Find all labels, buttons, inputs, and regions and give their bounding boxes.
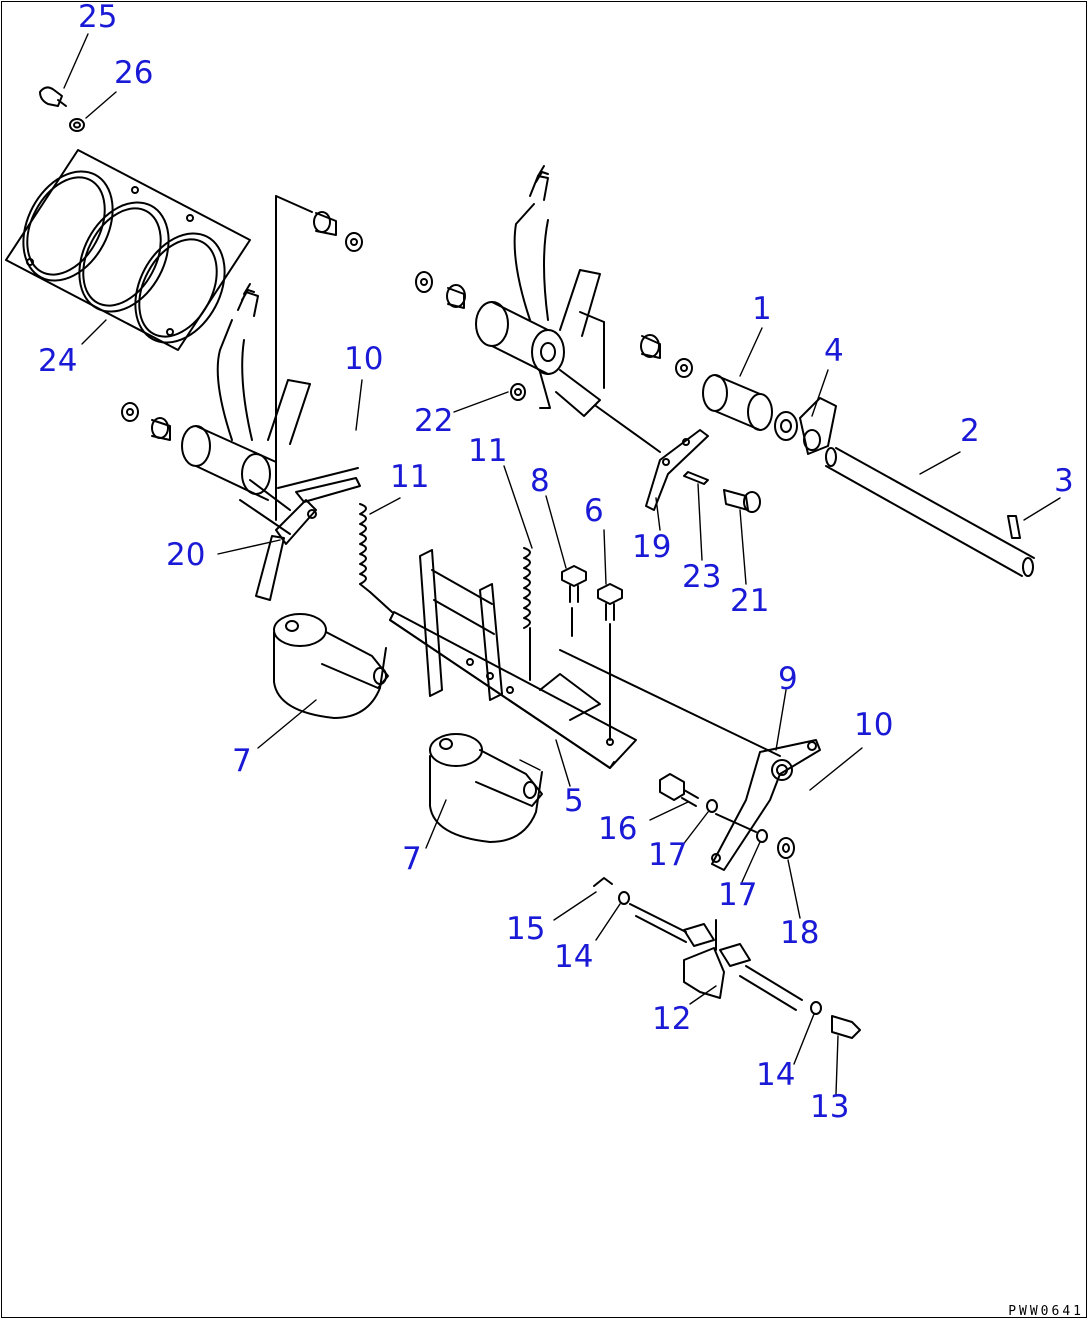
callout-13: 13 (810, 1089, 850, 1125)
pedal-assembly-center (475, 165, 605, 417)
callout-9: 9 (778, 661, 798, 697)
clevis-12 (629, 903, 803, 1011)
callout-15: 15 (506, 911, 546, 947)
pin-23 (683, 471, 709, 485)
callout-7-upper: 7 (232, 743, 252, 779)
bolt-6 (597, 583, 623, 621)
callout-8: 8 (530, 463, 550, 499)
callout-7-lower: 7 (402, 841, 422, 877)
shaft-centreline (595, 405, 661, 453)
gasket-plate-24 (5, 149, 251, 351)
callout-18: 18 (780, 915, 820, 951)
callout-3: 3 (1054, 463, 1074, 499)
bolt-line-17 (715, 813, 757, 833)
washer-14-b (810, 1001, 822, 1015)
callout-16: 16 (598, 811, 638, 847)
bolt-16 (659, 773, 699, 807)
callout-11-left: 11 (390, 459, 430, 495)
callout-6: 6 (584, 493, 604, 529)
leader-lines (63, 33, 1061, 1095)
bushings-left (121, 211, 466, 441)
lever-9 (711, 739, 821, 871)
drawing-code: PWW0641 (1008, 1304, 1084, 1319)
callout-11-center: 11 (468, 433, 508, 469)
cylinder-1 (702, 374, 773, 431)
cotter-pin-15 (593, 877, 613, 887)
callout-1: 1 (752, 291, 772, 327)
callout-23: 23 (682, 559, 722, 595)
spring-11-right (523, 547, 531, 681)
callout-22: 22 (414, 403, 454, 439)
callout-24: 24 (38, 343, 78, 379)
callout-10-lower: 10 (854, 707, 894, 743)
callout-25: 25 (78, 0, 118, 35)
callout-14-left: 14 (554, 939, 594, 975)
pin-13 (831, 1015, 861, 1039)
callout-17-left: 17 (648, 837, 688, 873)
washer-26 (69, 118, 85, 132)
callout-17-right: 17 (718, 877, 758, 913)
pedal-assembly-left (181, 195, 361, 601)
bolt-25 (39, 86, 67, 107)
callout-14-right: 14 (756, 1057, 796, 1093)
bolt-8 (561, 565, 587, 603)
callout-10-upper: 10 (344, 341, 384, 377)
spring-11-left (359, 503, 371, 593)
nut-18 (777, 837, 795, 859)
bracket-plate-5 (389, 549, 637, 769)
nut-22 (510, 383, 526, 401)
link-4 (774, 397, 837, 455)
switch-7-lower (429, 733, 543, 843)
lever-19 (645, 429, 709, 511)
bolt-21 (723, 489, 761, 513)
callout-2: 2 (960, 413, 980, 449)
shaft-2 (825, 447, 1035, 577)
washer-14-a (618, 891, 630, 905)
pin-3 (1007, 515, 1021, 539)
callout-19: 19 (632, 529, 672, 565)
callout-5: 5 (564, 783, 584, 819)
callout-4: 4 (824, 333, 844, 369)
callout-21: 21 (730, 583, 770, 619)
callout-12: 12 (652, 1001, 692, 1037)
switch-7-upper (273, 613, 389, 719)
washer-17-a (706, 799, 718, 813)
callout-26: 26 (114, 55, 154, 91)
plate-link-line (559, 649, 781, 757)
spring-link-line (369, 591, 393, 613)
washer-17-b (756, 829, 768, 843)
bushings-right (640, 334, 693, 378)
callout-20: 20 (166, 537, 206, 573)
